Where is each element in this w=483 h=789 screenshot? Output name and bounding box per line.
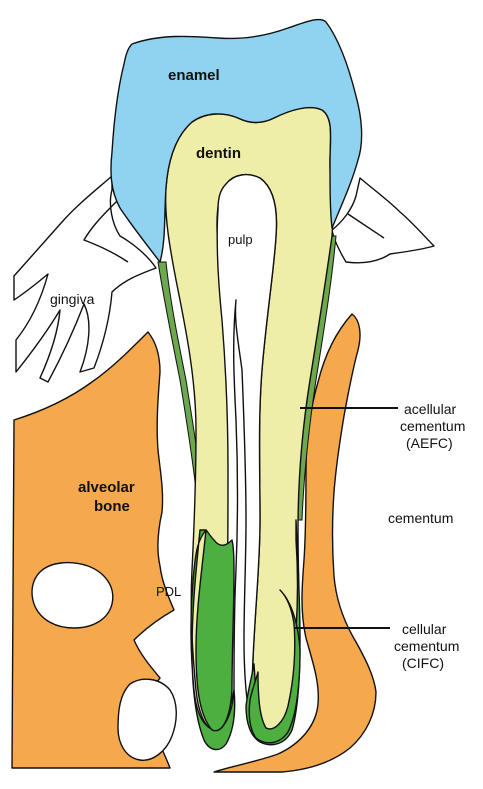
marrow-space-lower	[118, 679, 176, 760]
label-acellular-3: (AEFC)	[406, 435, 453, 451]
label-cellular-1: cellular	[402, 621, 447, 637]
label-bone: bone	[94, 498, 130, 515]
label-cementum: cementum	[388, 510, 453, 526]
label-acellular-1: acellular	[404, 401, 456, 417]
label-enamel: enamel	[168, 67, 220, 84]
gingiva-right-inner	[348, 214, 384, 238]
label-cellular-2: cementum	[394, 638, 459, 654]
label-pulp: pulp	[228, 232, 253, 247]
label-dentin: dentin	[196, 145, 241, 162]
label-cellular-3: (CIFC)	[402, 655, 444, 671]
label-gingiva: gingiva	[50, 291, 95, 307]
marrow-space-upper	[32, 563, 113, 628]
label-acellular-2: cementum	[400, 418, 465, 434]
label-pdl: PDL	[156, 584, 181, 599]
label-alveolar: alveolar	[78, 479, 135, 496]
